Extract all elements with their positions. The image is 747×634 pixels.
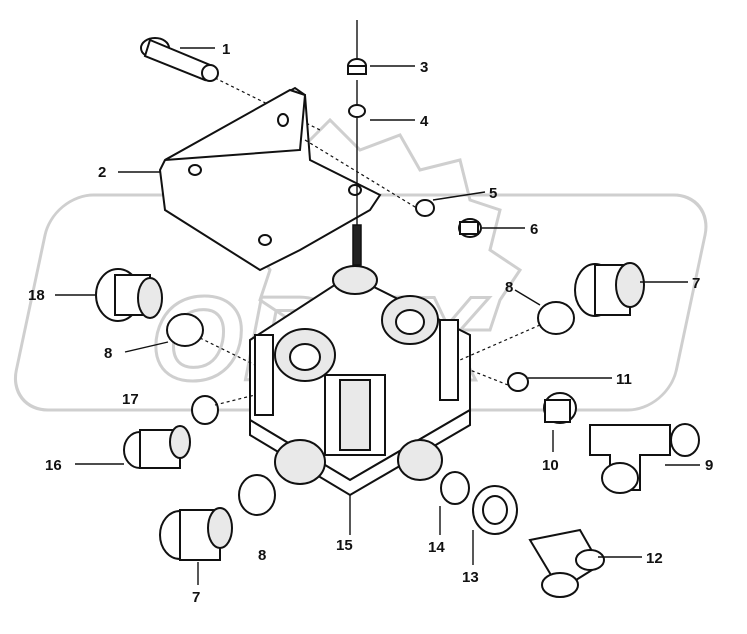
callout-6: 6 — [530, 221, 538, 238]
callout-13: 13 — [462, 569, 479, 586]
fitting-tee-assembly — [469, 369, 700, 494]
callout-14: 14 — [428, 539, 445, 556]
callout-4: 4 — [420, 113, 429, 130]
callout-8-bottom: 8 — [258, 547, 266, 564]
fitting-18-part — [95, 268, 256, 366]
callout-17: 17 — [122, 391, 139, 408]
callout-12: 12 — [646, 550, 663, 567]
callout-labels: 1 2 3 4 5 6 7 8 18 8 11 17 10 9 16 8 15 … — [28, 41, 713, 606]
callout-2: 2 — [98, 164, 106, 181]
callout-7-top: 7 — [692, 275, 700, 292]
fitting-12-13-14-part — [440, 471, 605, 598]
callout-8-left: 8 — [104, 345, 112, 362]
leader-lines — [55, 47, 700, 585]
callout-18: 18 — [28, 287, 45, 304]
mounting-bracket-part — [158, 86, 382, 272]
fitting-7-bottom-part — [159, 474, 276, 561]
callout-15: 15 — [336, 537, 353, 554]
valve-body-part — [249, 265, 471, 497]
callout-16: 16 — [45, 457, 62, 474]
washer-nut-pair — [304, 139, 482, 238]
stud-nut-washer — [347, 20, 367, 266]
callout-7-bottom: 7 — [192, 589, 200, 606]
callout-10: 10 — [542, 457, 559, 474]
callout-1: 1 — [222, 41, 230, 58]
callout-3: 3 — [420, 59, 428, 76]
callout-8-right: 8 — [505, 279, 513, 296]
callout-5: 5 — [489, 185, 497, 202]
callout-9: 9 — [705, 457, 713, 474]
fitting-16-part — [123, 394, 256, 469]
fitting-7-top-part — [459, 262, 645, 361]
callout-11: 11 — [616, 371, 632, 388]
